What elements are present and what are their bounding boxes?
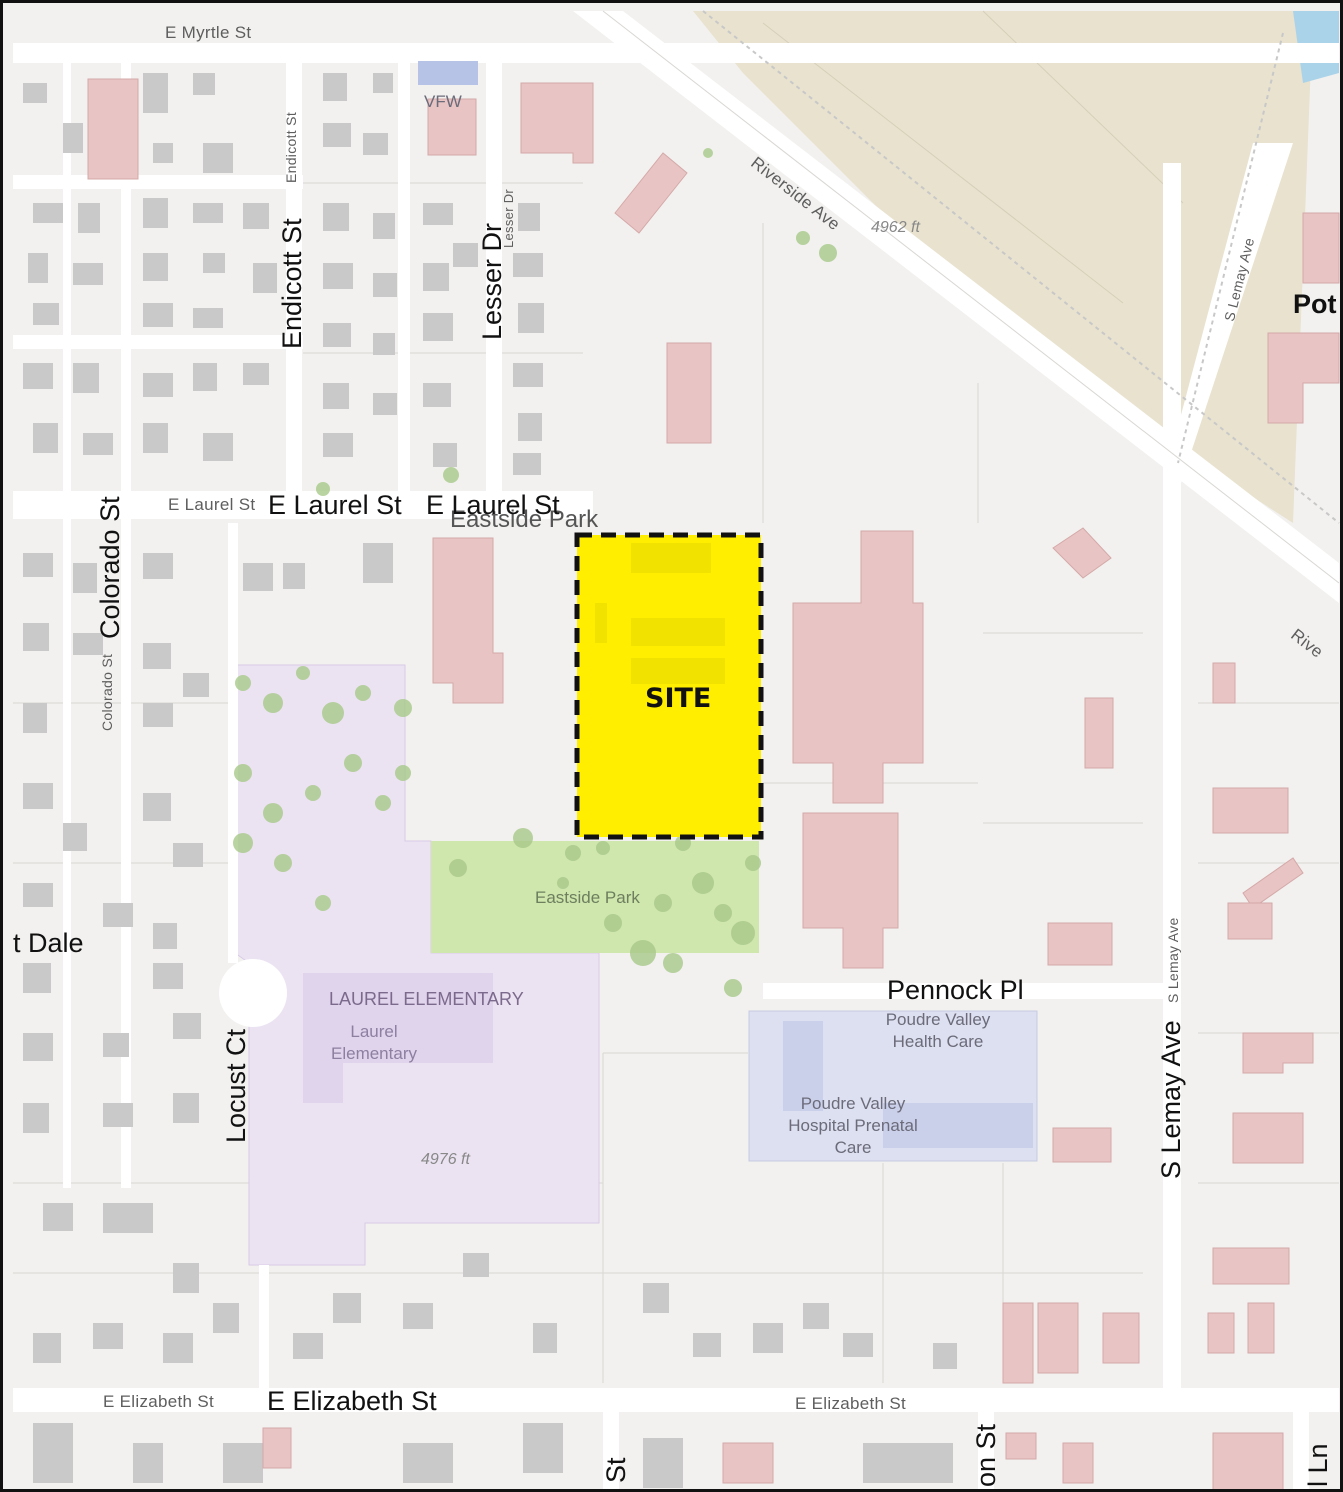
prenatal-care-label: Poudre Valley Hospital Prenatal Care — [788, 1094, 918, 1157]
street-label-s-lemay: S Lemay Ave — [1156, 1020, 1186, 1179]
street-label-s-lemay-minor: S Lemay Ave — [1165, 917, 1181, 1003]
street-label-dale-partial: t Dale — [13, 928, 84, 958]
street-label-e-laurel-minor: E Laurel St — [168, 495, 256, 514]
street-label-colorado-minor: Colorado St — [99, 653, 115, 731]
street-label-endicott: Endicott St — [277, 218, 307, 349]
basemap — [13, 10, 1340, 1489]
vfw-building — [418, 61, 478, 85]
street-label-bottom-st-2: on St — [971, 1423, 1001, 1487]
school-area — [234, 664, 600, 1266]
street-label-e-laurel-2: E Laurel St — [426, 490, 560, 520]
street-label-bottom-st-1: St — [601, 1457, 631, 1483]
site-outline — [574, 532, 764, 840]
elevation-label-riverside: 4962 ft — [871, 219, 920, 236]
school-label-caps: LAUREL ELEMENTARY — [329, 989, 524, 1009]
street-label-endicott-minor: Endicott St — [283, 111, 299, 183]
street-label-e-elizabeth-minor-1: E Elizabeth St — [103, 1392, 214, 1411]
street-label-e-elizabeth: E Elizabeth St — [267, 1386, 437, 1416]
park-label: Eastside Park — [535, 888, 640, 907]
elevation-label-school: 4976 ft — [421, 1151, 470, 1168]
street-label-lesser-minor: Lesser Dr — [501, 188, 516, 248]
street-label-partial-top-right: Pot — [1293, 289, 1337, 319]
street-label-e-myrtle: E Myrtle St — [165, 23, 252, 42]
site-label: SITE — [645, 683, 712, 714]
street-label-e-elizabeth-minor-2: E Elizabeth St — [795, 1394, 906, 1413]
street-label-colorado: Colorado St — [95, 496, 125, 639]
street-label-locust: Locust Ct — [221, 1028, 251, 1143]
park-label-top: Eastside Park — [450, 506, 599, 533]
street-label-pennock: Pennock Pl — [887, 975, 1024, 1005]
vfw-label: VFW — [424, 92, 462, 111]
park-area — [431, 841, 759, 953]
street-label-bottom-ln: l Ln — [1303, 1443, 1333, 1487]
street-label-e-laurel-1: E Laurel St — [268, 490, 402, 520]
river-area — [693, 11, 1313, 523]
school-label: Laurel Elementary — [331, 1022, 417, 1063]
site-polygon — [577, 535, 761, 837]
health-care-label: Poudre Valley Health Care — [885, 1010, 991, 1051]
